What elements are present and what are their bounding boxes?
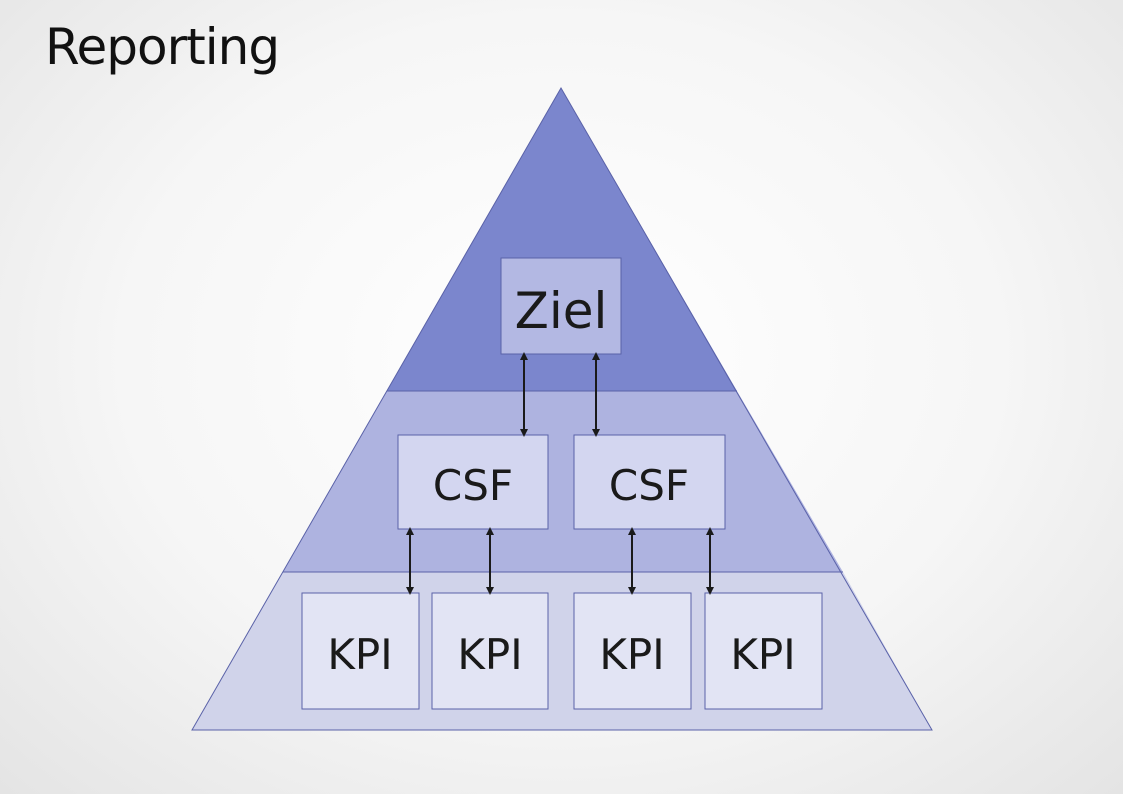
kpi-box-4-label: KPI: [730, 630, 795, 679]
pyramid-outline: [191, 86, 933, 731]
kpi-box-3: KPI: [573, 592, 692, 710]
kpi-box-3-rect: [573, 592, 692, 710]
pyramid-tier-top: [387, 88, 737, 391]
goal-box-rect: [500, 257, 622, 355]
csf-box-1-rect: [397, 434, 549, 530]
kpi-box-4-rect: [704, 592, 823, 710]
kpi-box-1-label: KPI: [327, 630, 392, 679]
csf-box-1-label: CSF: [433, 461, 513, 510]
kpi-box-4: KPI: [704, 592, 823, 710]
kpi-box-1-rect: [301, 592, 420, 710]
kpi-box-1: KPI: [301, 592, 420, 710]
kpi-box-3-label: KPI: [599, 630, 664, 679]
csf-box-2: CSF: [573, 434, 726, 530]
pyramid-tier-middle: [283, 391, 843, 572]
goal-box-label: Ziel: [515, 282, 608, 340]
kpi-box-2-rect: [431, 592, 549, 710]
goal-box: Ziel: [500, 257, 622, 355]
csf-box-1: CSF: [397, 434, 549, 530]
slide-title: Reporting: [45, 18, 280, 76]
csf-box-2-rect: [573, 434, 726, 530]
csf-box-2-label: CSF: [609, 461, 689, 510]
kpi-box-2-label: KPI: [457, 630, 522, 679]
kpi-box-2: KPI: [431, 592, 549, 710]
